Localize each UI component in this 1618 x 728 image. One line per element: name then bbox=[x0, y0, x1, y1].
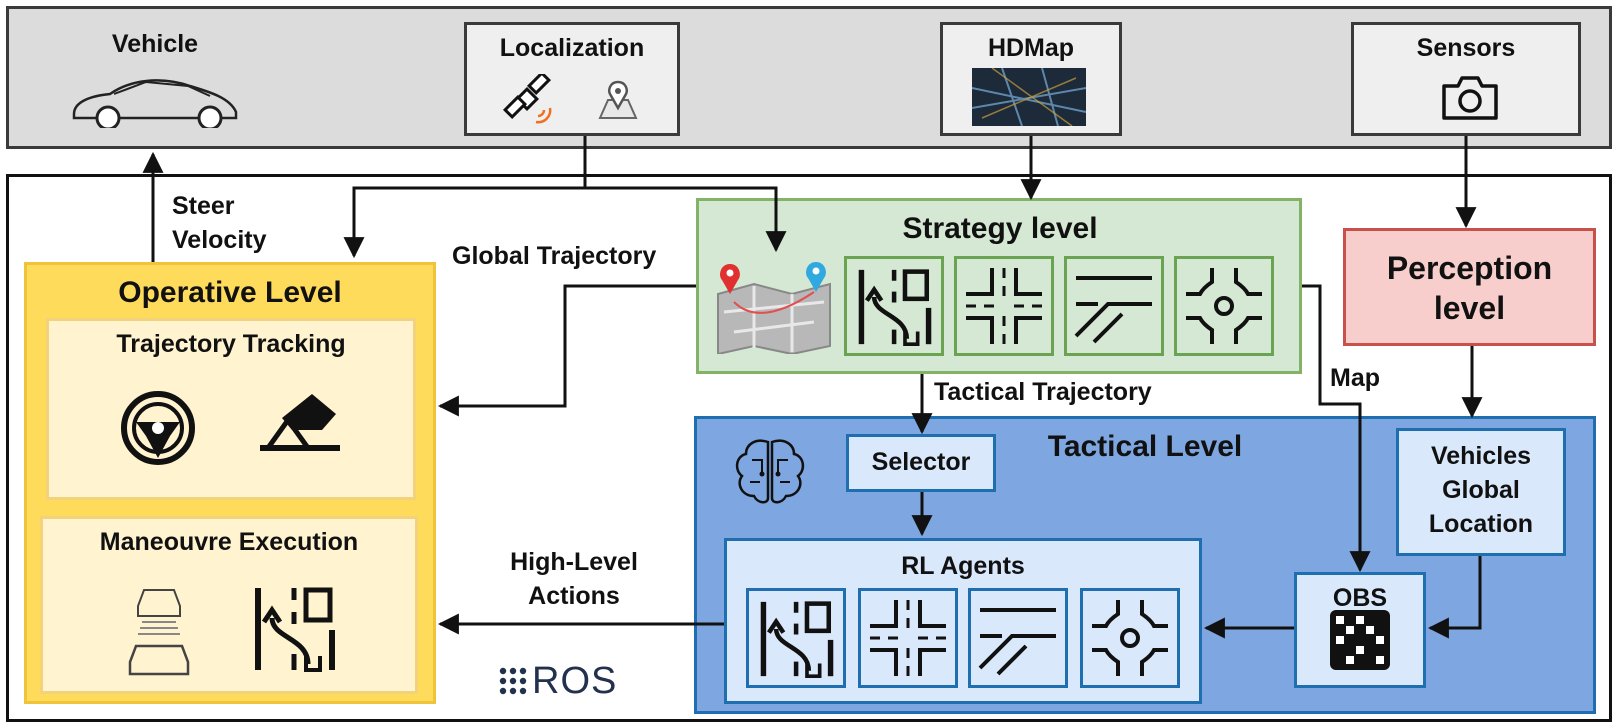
lane-change-icon bbox=[760, 601, 834, 678]
agent-roundabout-tile bbox=[1080, 588, 1180, 688]
lane-change-icon bbox=[255, 587, 335, 672]
sensors-label: Sensors bbox=[1416, 34, 1516, 62]
pedal-icon bbox=[260, 394, 340, 451]
route-map-icon bbox=[717, 262, 831, 354]
steering-wheel-icon bbox=[121, 391, 195, 465]
maneouvre-execution-label: Maneouvre Execution bbox=[99, 528, 359, 556]
vehicle-label: Vehicle bbox=[111, 30, 199, 58]
operative-level-title: Operative Level bbox=[118, 276, 342, 309]
high-level-label: High-Level bbox=[510, 548, 638, 576]
tactical-trajectory-label: Tactical Trajectory bbox=[934, 378, 1152, 406]
merge-icon bbox=[1074, 276, 1152, 344]
map-pin-icon bbox=[598, 80, 638, 119]
steer-label: Steer bbox=[172, 192, 235, 220]
intersection-icon bbox=[966, 268, 1042, 344]
camera-icon bbox=[1442, 76, 1498, 120]
tactical-level-title: Tactical Level bbox=[1047, 430, 1243, 463]
arrow-vgl-to-obs bbox=[1427, 556, 1482, 639]
ros-logo-dots bbox=[499, 667, 527, 695]
perception-label-line2: level bbox=[1433, 290, 1506, 326]
car-icon bbox=[72, 79, 238, 128]
rl-agents-label: RL Agents bbox=[901, 552, 1025, 580]
actions-label: Actions bbox=[528, 582, 620, 610]
vgl-line2: Global bbox=[1442, 476, 1520, 504]
trajectory-tracking-box bbox=[46, 318, 416, 500]
selector-label: Selector bbox=[871, 448, 971, 476]
ros-logo-text: ROS bbox=[532, 660, 618, 702]
selector-box bbox=[846, 434, 996, 492]
arrow-localization-to-operative bbox=[343, 136, 587, 259]
brain-icon bbox=[735, 439, 805, 504]
hdmap-label: HDMap bbox=[987, 34, 1075, 62]
arrow-strategy-map-to-obs bbox=[1302, 284, 1371, 573]
perception-label-line1: Perception bbox=[1386, 250, 1553, 286]
arrow-localization-to-strategy bbox=[585, 186, 787, 253]
hdmap-image-icon bbox=[972, 68, 1086, 126]
vgl-line3: Location bbox=[1428, 510, 1534, 538]
map-label: Map bbox=[1330, 364, 1380, 392]
cars-follow-icon bbox=[128, 589, 190, 676]
grid-observation-icon bbox=[1330, 610, 1390, 670]
global-trajectory-label: Global Trajectory bbox=[452, 242, 657, 270]
strategy-level-title: Strategy level bbox=[902, 212, 1098, 245]
satellite-icon bbox=[502, 74, 552, 124]
velocity-label: Velocity bbox=[172, 226, 267, 254]
trajectory-tracking-label: Trajectory Tracking bbox=[116, 330, 346, 358]
localization-label: Localization bbox=[499, 34, 645, 62]
inputs-band bbox=[6, 6, 1612, 149]
intersection-icon bbox=[870, 600, 946, 676]
localization-box bbox=[464, 22, 680, 136]
vehicles-global-location-box bbox=[1396, 428, 1566, 556]
arrow-strategy-to-operative bbox=[437, 284, 696, 417]
merge-icon bbox=[978, 608, 1056, 676]
maneouvre-execution-box bbox=[40, 516, 418, 694]
roundabout-icon bbox=[1186, 268, 1262, 344]
obs-label: OBS bbox=[1332, 584, 1388, 612]
roundabout-icon bbox=[1092, 600, 1168, 676]
perception-level-box bbox=[1343, 228, 1596, 346]
vgl-line1: Vehicles bbox=[1430, 442, 1532, 470]
lane-change-icon bbox=[858, 269, 932, 346]
strategy-roundabout-tile bbox=[1174, 256, 1274, 356]
